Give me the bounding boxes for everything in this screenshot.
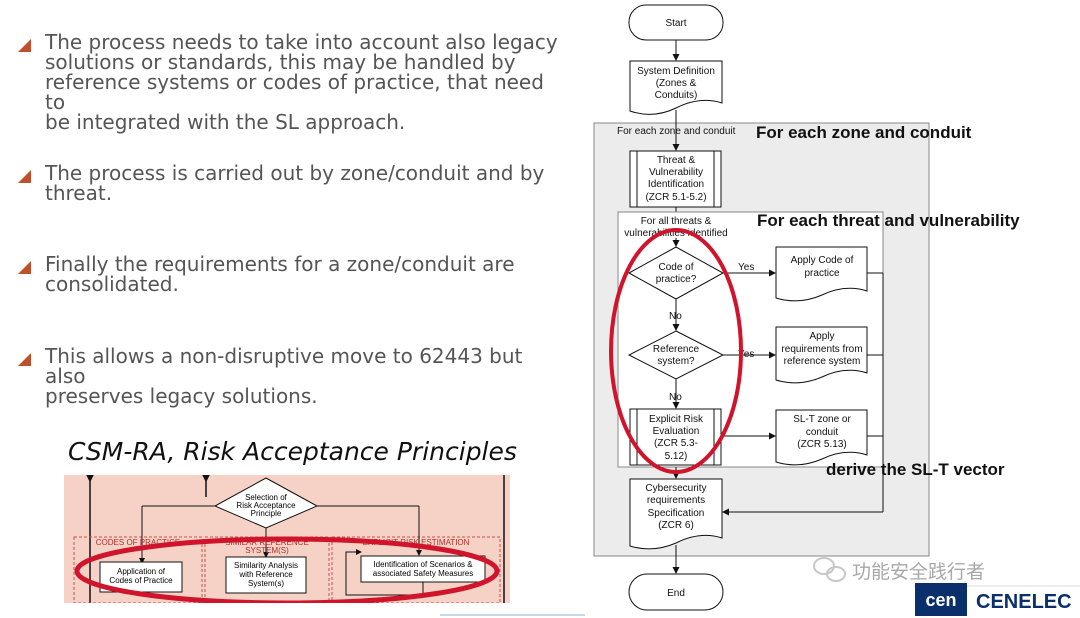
slt-box: [775, 409, 868, 466]
csm-box-identification: [360, 555, 486, 583]
slt-label: SL-T zone or: [793, 414, 851, 425]
cyber-spec-label: Cybersecurity: [645, 483, 706, 494]
bullet-line: consolidated.: [45, 272, 179, 296]
threat-identification-label: Threat &: [657, 155, 696, 166]
explicit-risk-label: (ZCR 5.3-: [654, 438, 698, 449]
flow-highlight-ellipse: [609, 228, 743, 474]
decision-label: Code of: [658, 262, 693, 273]
bullet-line: preserves legacy solutions.: [45, 384, 318, 408]
bullet-line: be integrated with the SL approach.: [45, 110, 406, 134]
csm-box-label: System(s): [248, 579, 284, 588]
triangle-bullet-icon: [18, 353, 31, 366]
end-terminal: [628, 573, 724, 611]
end-label: End: [667, 588, 685, 599]
bullet-line: The process is carried out by zone/condu…: [45, 161, 545, 185]
threat-identification-label: (ZCR 5.1-5.2): [645, 192, 706, 203]
csm-decision-label: Principle: [251, 509, 282, 518]
csm-decision-label: Risk Acceptance: [236, 501, 296, 510]
explicit-risk-label: 5.12): [665, 451, 688, 462]
start-label: Start: [665, 18, 686, 29]
explicit-risk-label: Evaluation: [653, 426, 700, 437]
cyber-spec-box: [629, 478, 723, 550]
cyber-spec-label: requirements: [647, 495, 705, 506]
csm-column-header: CODES OF PRACTICE: [96, 538, 180, 547]
csm-box-label: Identification of Scenarios &: [373, 560, 473, 569]
flowchart: For each zone and conduit Start System D…: [593, 4, 1080, 616]
wechat-icon: [813, 557, 846, 582]
threat-loop-label: vulnerabilities identified: [624, 228, 727, 239]
apply-code-label: Apply Code of: [791, 255, 854, 266]
apply-requirements-label: reference system: [784, 356, 861, 367]
apply-requirements-label: requirements from: [781, 344, 862, 355]
bullet-text: Finally the requirements for a zone/cond…: [45, 254, 565, 294]
slt-label: conduit: [806, 427, 838, 438]
system-definition-label: (Zones &: [656, 78, 697, 89]
decision-label: system?: [657, 356, 695, 367]
cenelec-logo: CENELEC: [976, 591, 1072, 613]
annotation-zone-conduit: For each zone and conduit: [756, 123, 972, 142]
svg-text:cen: cen: [925, 590, 956, 610]
annotation-slt-vector: derive the SL-T vector: [826, 460, 1005, 479]
bullet-text: This allows a non-disruptive move to 624…: [45, 346, 565, 406]
slt-label: (ZCR 5.13): [797, 439, 846, 450]
no-label: No: [669, 392, 682, 403]
csm-box-similarity: [225, 556, 307, 594]
csm-box-label: Application of: [117, 567, 166, 576]
csm-column-header: SIMILAR REFERENCE: [225, 538, 309, 547]
bullet-line: The process needs to take into account a…: [45, 30, 558, 54]
csm-box-label: Codes of Practice: [109, 576, 173, 585]
cen-logo: cen: [915, 583, 967, 616]
csm-box-label: Similarity Analysis: [234, 561, 298, 570]
bullet-text: The process is carried out by zone/condu…: [45, 163, 565, 203]
triangle-bullet-icon: [18, 261, 31, 274]
threat-loop-label: For all threats &: [641, 216, 712, 227]
csm-column-header: SYSTEM(S): [245, 546, 289, 555]
csm-column-frame: [73, 536, 203, 603]
csm-decision-label: Selection of: [245, 493, 288, 502]
apply-code-label: practice: [804, 268, 839, 279]
apply-requirements-box: [775, 326, 868, 384]
triangle-bullet-icon: [18, 170, 31, 183]
csm-column-frame: [331, 536, 501, 603]
csm-highlight-ellipse: [74, 536, 500, 603]
system-definition-label: Conduits): [655, 90, 698, 101]
bullet-line: solutions or standards, this may be hand…: [45, 50, 516, 74]
bullet-line: threat.: [45, 181, 113, 205]
explicit-risk-label: Explicit Risk: [649, 414, 704, 425]
csm-loop-arrow: [345, 549, 424, 596]
csm-column-header: EXPLICIT RISK ESTIMATION: [363, 538, 470, 547]
apply-code-box: [775, 246, 868, 302]
threat-identification-label: Identification: [648, 179, 704, 190]
bullet-line: This allows a non-disruptive move to 624…: [45, 344, 523, 388]
threat-identification-label: Vulnerability: [649, 167, 703, 178]
system-definition-label: System Definition: [637, 66, 715, 77]
triangle-bullet-icon: [18, 39, 31, 52]
csm-ra-title: CSM-RA, Risk Acceptance Principles: [68, 437, 517, 466]
decision-label: practice?: [656, 274, 697, 285]
yes-label: Yes: [738, 262, 754, 273]
yes-label: Yes: [738, 349, 754, 360]
no-label: No: [669, 311, 682, 322]
decision-label: Reference: [653, 344, 700, 355]
slide-divider: [440, 614, 585, 616]
csm-ra-diagram: Selection of Risk Acceptance Principle C…: [64, 475, 510, 603]
cyber-spec-label: (ZCR 6): [658, 520, 694, 531]
watermark-text: 功能安全践行者: [852, 561, 985, 583]
bullet-line: reference systems or codes of practice, …: [45, 70, 544, 114]
annotation-threat-vulnerability: For each threat and vulnerability: [757, 211, 1020, 230]
threat-identification-box: [629, 150, 722, 208]
bullet-text: The process needs to take into account a…: [45, 32, 565, 132]
cyber-spec-label: Specification: [648, 508, 705, 519]
bullet-line: Finally the requirements for a zone/cond…: [45, 252, 515, 276]
system-definition-box: [629, 60, 723, 115]
apply-requirements-label: Apply: [809, 331, 834, 342]
csm-box-label: associated Safety Measures: [373, 569, 474, 578]
csm-box-label: with Reference: [238, 570, 293, 579]
